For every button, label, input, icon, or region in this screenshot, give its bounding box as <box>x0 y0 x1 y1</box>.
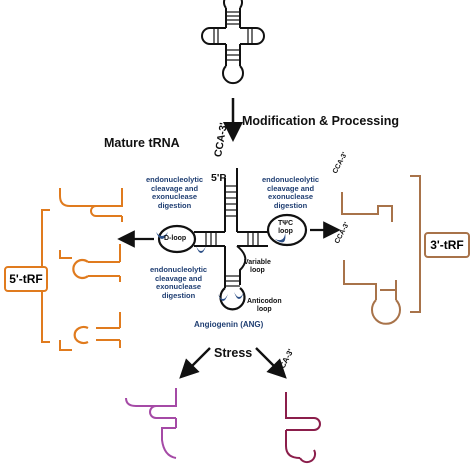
five-prime-label: 5'P <box>211 172 227 184</box>
cleavage-left-line-4: digestion <box>157 200 192 210</box>
variable-loop-line-2: loop <box>250 267 265 274</box>
stress-fragments-right <box>285 392 321 464</box>
tpc-loop-line-2: loop <box>278 228 293 235</box>
stress-label: Stress <box>214 346 253 360</box>
cleavage-right-line-3: exonuclease <box>268 192 314 202</box>
cut-sites <box>156 232 286 301</box>
three-trf-fragments <box>341 175 421 325</box>
five-trf-fragments <box>41 188 123 351</box>
cleavage-bottom: endonucleolytic cleavage and exonuclease… <box>150 265 208 300</box>
arrow-stress-left <box>179 347 211 379</box>
anticodon-loop-line-1: Anticodon <box>247 298 282 305</box>
cleavage-left-line-2: cleavage and <box>150 183 199 193</box>
cleavage-right-line-2: cleavage and <box>266 183 315 193</box>
box-3-trf: 3'-tRF <box>424 232 470 258</box>
modification-processing-label: Modification & Processing <box>242 114 399 128</box>
cleavage-bottom-line-4: digestion <box>161 290 196 300</box>
cleavage-right-line-4: digestion <box>273 200 308 210</box>
mature-trna-label: Mature tRNA <box>104 136 180 150</box>
mature-trna <box>157 168 308 311</box>
tpc-loop-line-1: TΨC <box>278 220 293 227</box>
stress-fragments-left <box>125 388 177 459</box>
cleavage-bottom-line-3: exonuclease <box>156 282 202 292</box>
arrow-stress-right <box>255 347 287 379</box>
angiogenin-label: Angiogenin (ANG) <box>194 320 264 329</box>
tpc-loop-label: TΨC loop <box>278 220 293 236</box>
cleavage-left-line-3: exonuclease <box>152 192 198 202</box>
cleavage-left-line-1: endonucleolytic <box>146 175 204 184</box>
cleavage-bottom-line-1: endonucleolytic <box>150 265 208 274</box>
variable-loop-label: Variable loop <box>244 259 271 275</box>
cleavage-right-top: endonucleolytic cleavage and exonuclease… <box>262 175 320 210</box>
anticodon-loop-line-2: loop <box>256 306 272 313</box>
cleavage-left-top: endonucleolytic cleavage and exonuclease… <box>146 175 204 210</box>
d-loop-label: D-loop <box>164 235 187 242</box>
variable-loop-line-1: Variable <box>244 259 271 266</box>
box-5-trf: 5'-tRF <box>4 266 48 292</box>
cleavage-right-line-1: endonucleolytic <box>262 175 320 184</box>
precursor-trna <box>201 0 265 85</box>
cleavage-bottom-line-2: cleavage and <box>154 273 203 283</box>
anticodon-loop-label: Anticodon loop <box>247 298 282 314</box>
